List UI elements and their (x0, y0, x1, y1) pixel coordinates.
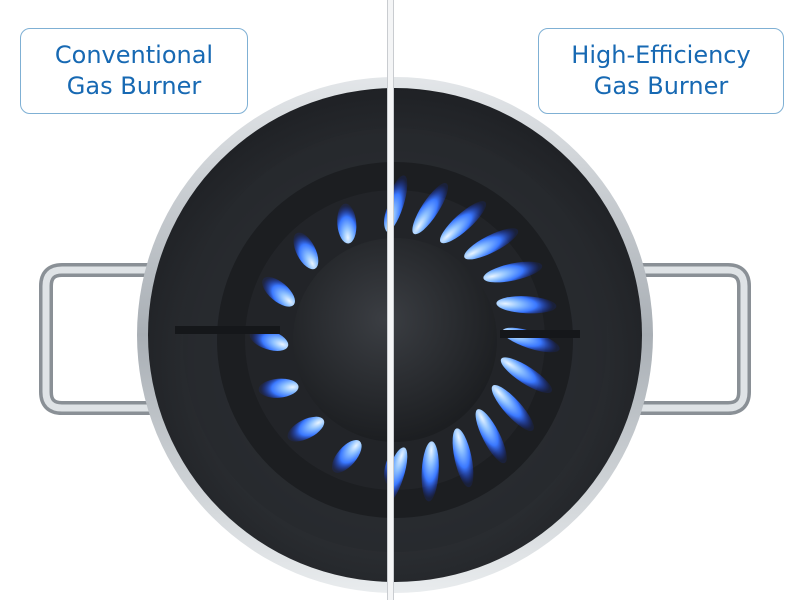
conventional-flame (249, 329, 289, 351)
conventional-flame (337, 203, 357, 244)
high-efficiency-flame (464, 228, 519, 260)
burner-cap-high-efficiency (390, 238, 497, 442)
label-high-efficiency-gas-burner: High-Efficiency Gas Burner (538, 28, 784, 114)
conventional-flame (258, 378, 299, 398)
label-conventional-line2: Gas Burner (66, 72, 202, 100)
label-conventional-gas-burner: Conventional Gas Burner (20, 28, 248, 114)
high-efficiency-flame (475, 409, 507, 464)
label-conventional-line1: Conventional (54, 41, 214, 69)
burner-high-efficiency (390, 162, 580, 518)
high-efficiency-flame (496, 296, 557, 314)
conventional-flame (262, 276, 296, 307)
high-efficiency-flame (500, 357, 552, 394)
high-efficiency-flame (439, 201, 487, 244)
high-efficiency-flame (491, 384, 534, 432)
pot-handle-right (640, 263, 751, 415)
conventional-flame (293, 232, 319, 270)
label-high-efficiency-line1: High-Efficiency (571, 41, 751, 69)
high-efficiency-flame (390, 447, 408, 505)
conventional-flame (331, 439, 362, 473)
pot-handle-left (39, 263, 150, 415)
high-efficiency-flame (421, 441, 439, 502)
high-efficiency-flame (390, 175, 408, 233)
burner-cap-conventional (293, 238, 390, 442)
flame-ring-high-efficiency (390, 175, 560, 505)
label-high-efficiency-line2: Gas Burner (593, 72, 729, 100)
high-efficiency-flame (452, 428, 474, 488)
conventional-flame (287, 416, 325, 442)
comparison-divider (388, 0, 393, 600)
high-efficiency-flame (412, 183, 449, 235)
high-efficiency-flame (483, 261, 543, 283)
